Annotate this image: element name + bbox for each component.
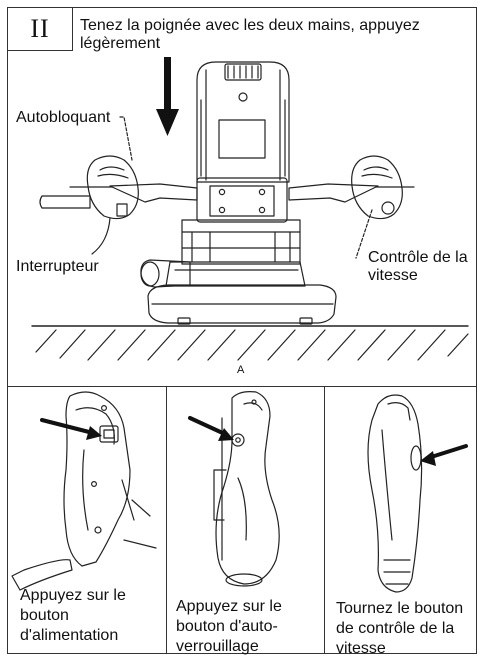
lock-button-arrow [188,416,234,441]
caption-speed-knob: Tournez le bouton de contrôle de la vite… [336,600,464,657]
speed-knob-handle-drawing [367,394,423,593]
floor-hatching [31,325,469,361]
label-autobloquant: Autobloquant [16,109,111,126]
leader-autobloquant [119,116,133,161]
power-button-handle-drawing [11,391,157,591]
caption-power-button: Appuyez sur le bouton d'alimentation [20,587,126,644]
leader-interrupteur [91,217,111,255]
press-down-arrow [156,57,179,136]
lock-button-handle-drawing [213,391,280,587]
figure-letter: A [237,364,245,376]
label-interrupteur: Interrupteur [16,258,99,275]
step-number: II [30,14,50,43]
caption-lock-button: Appuyez sur le bouton d'auto-verrouillag… [176,598,282,655]
bottom-panel-3 [324,386,477,654]
speed-knob-arrow [420,444,468,466]
instruction-text: Tenez la poignée avec les deux mains, ap… [80,17,420,53]
leader-speed-control [355,209,373,259]
power-button-arrow [40,418,102,440]
grinder-machine-drawing [39,61,415,325]
step-number-box [7,7,73,51]
label-speed-control: Contrôle de la vitesse [368,249,468,285]
